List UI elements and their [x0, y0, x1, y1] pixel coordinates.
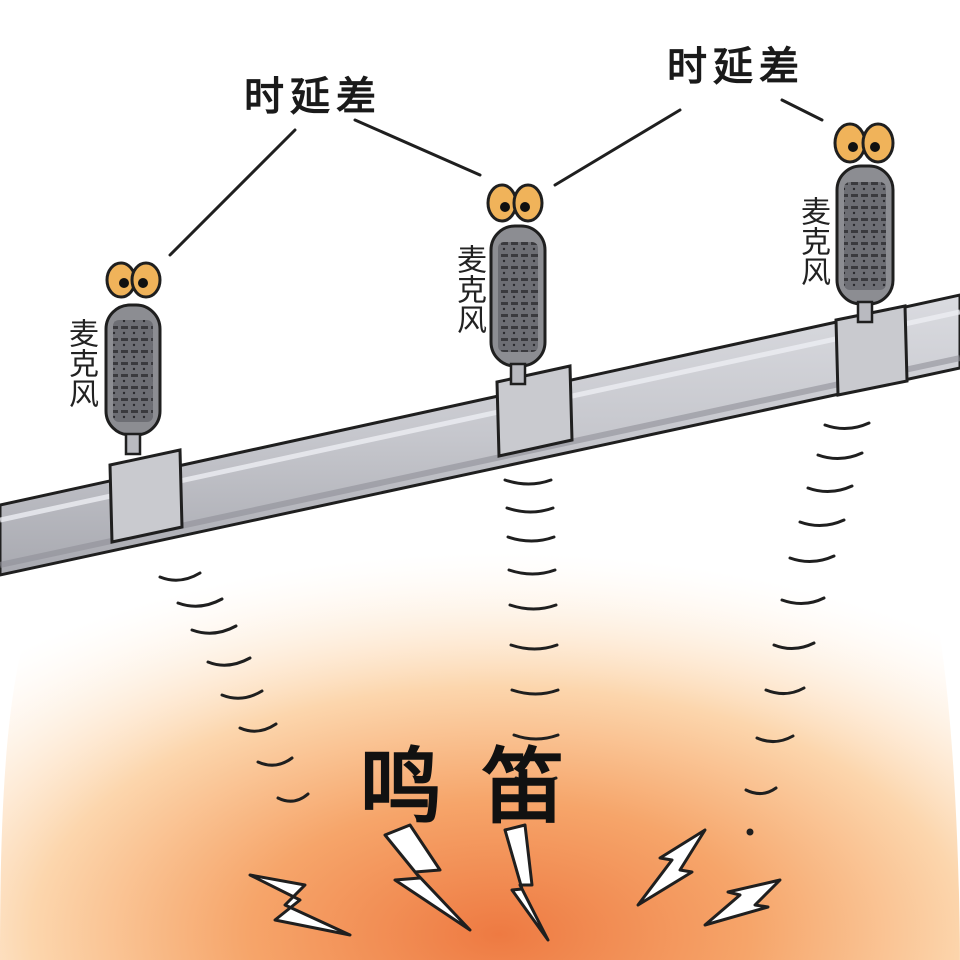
sound-wave-icon [158, 421, 871, 836]
lightning-bolt-icon [248, 823, 782, 942]
microphone-left [104, 261, 162, 456]
time-delay-label-right: 时延差 [667, 44, 805, 90]
microphone-right [833, 122, 895, 324]
time-delay-label-left: 时延差 [244, 74, 382, 120]
microphone-label-right: 麦克风 [795, 196, 830, 286]
microphone-icon [489, 224, 547, 386]
microphone-icon [104, 303, 162, 456]
microphone-label-left: 麦克风 [63, 318, 98, 408]
eyes-icon [105, 261, 162, 299]
sound-glow [0, 451, 960, 960]
pipe-joint-middle [495, 364, 574, 458]
delay-lines [168, 98, 824, 257]
eyes-icon [833, 122, 895, 164]
microphone-label-middle: 麦克风 [451, 244, 486, 334]
pipe-joint-left [108, 448, 184, 544]
pipe-joint-right [834, 304, 909, 397]
whistle-label: 鸣笛 [360, 740, 605, 835]
microphone-middle [486, 183, 547, 386]
eyes-icon [486, 183, 544, 223]
microphone-icon [835, 164, 895, 324]
